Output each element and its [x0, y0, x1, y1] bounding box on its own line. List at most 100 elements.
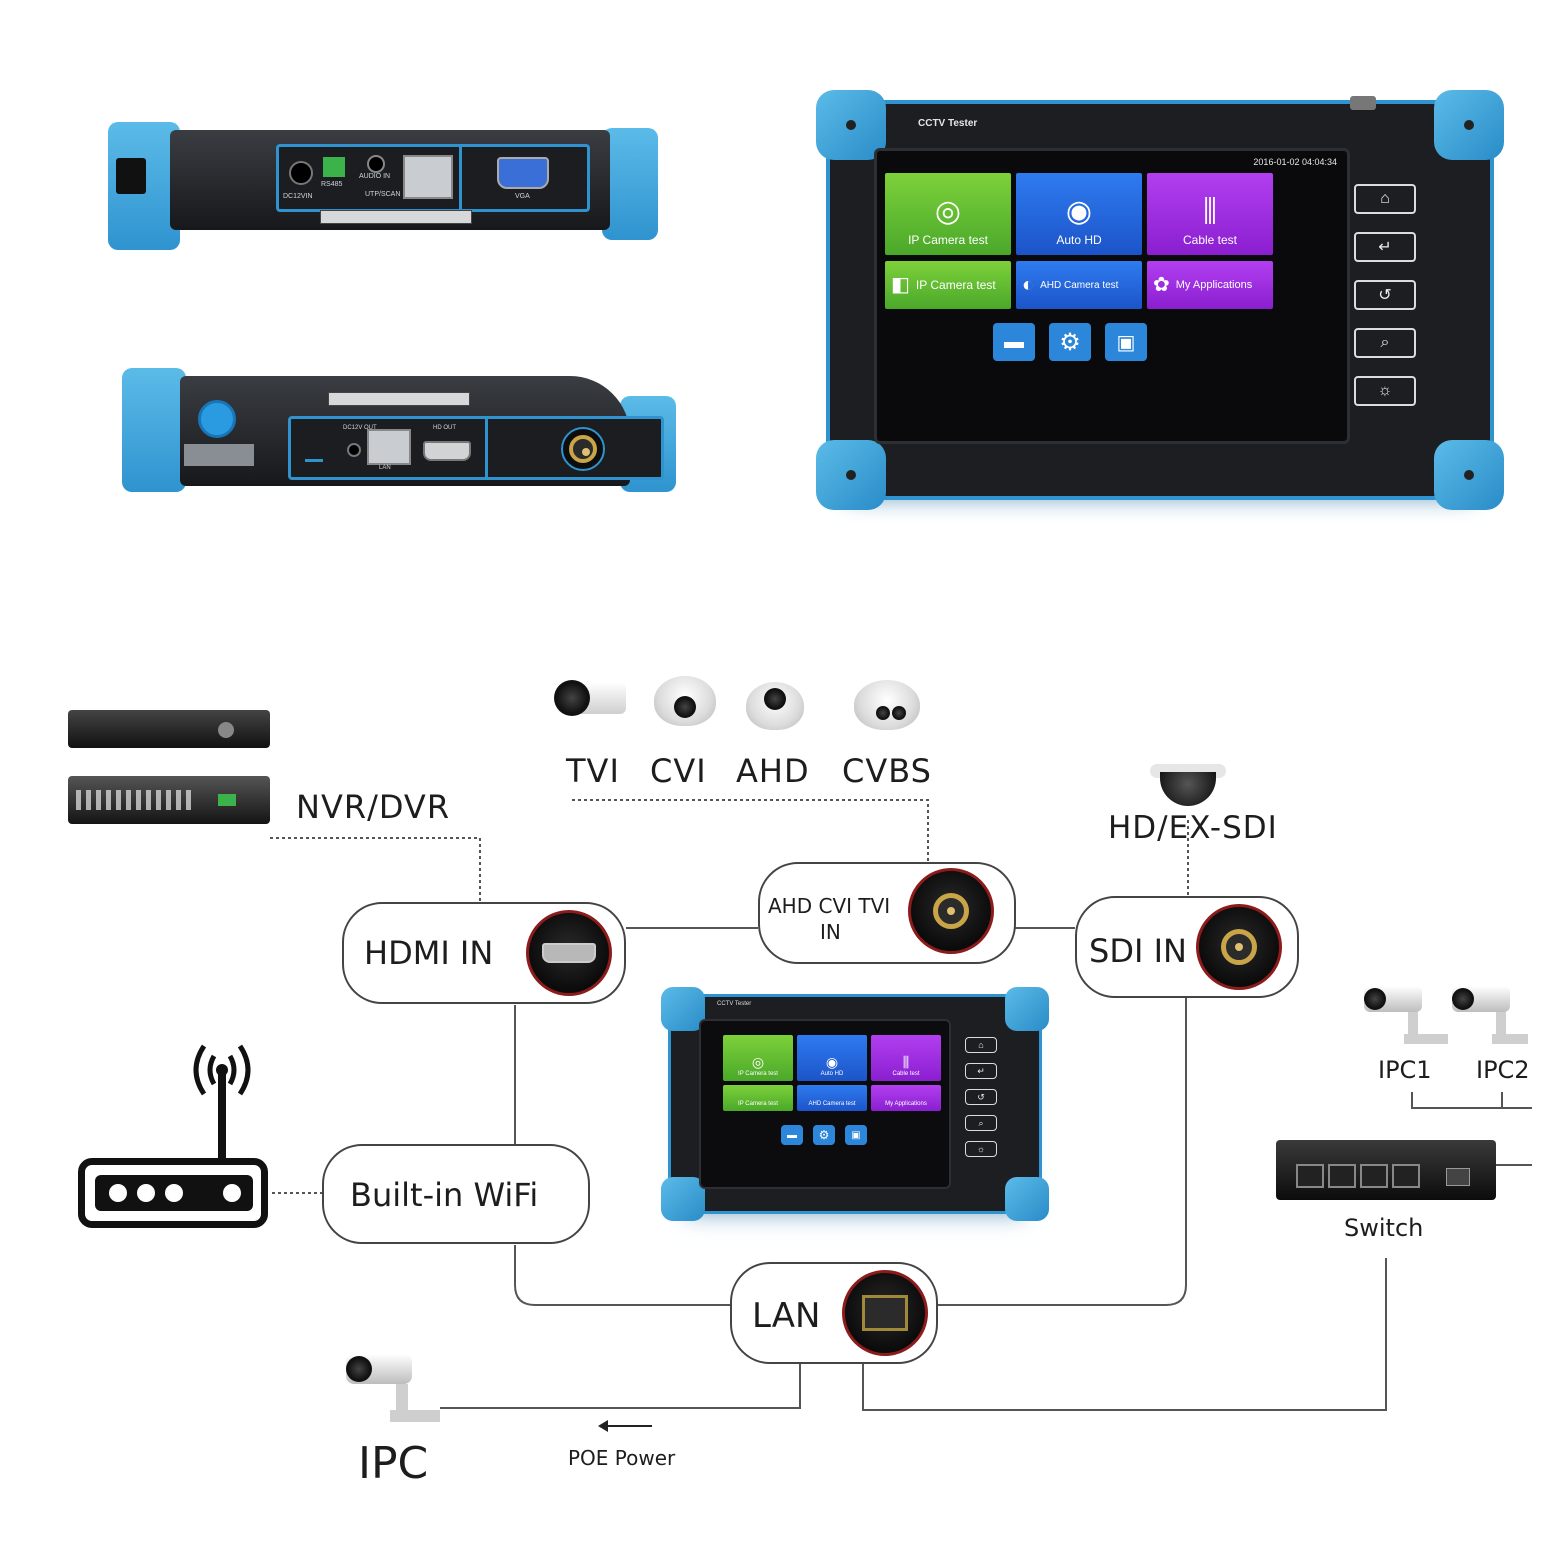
camera-type-tvi: TVI — [566, 752, 620, 790]
camera-type-ahd: AHD — [736, 752, 810, 790]
switch-label: Switch — [1344, 1214, 1424, 1242]
brightness-icon[interactable]: ☼ — [1354, 376, 1416, 406]
builtin-wifi-label: Built-in WiFi — [350, 1176, 539, 1214]
port-label-lan: LAN — [379, 465, 391, 471]
mini-tile-ip-camera: ◎IP Camera test — [723, 1035, 793, 1081]
nvr-device-icon — [68, 710, 270, 748]
mini-corner-tl — [661, 987, 705, 1031]
device-top-edge-view: DC12VIN RS485 AUDIO IN UTP/SCAN VGA — [108, 122, 658, 250]
ptz-camera-icon: ◐ — [1022, 274, 1035, 296]
stand-clip — [320, 210, 472, 224]
bnc-connector-top — [1350, 96, 1376, 110]
hdsdi-dome-camera-icon — [1150, 764, 1226, 810]
ip-camera-icon: ◎ — [934, 195, 962, 228]
mini-brand-label: CCTV Tester — [717, 1001, 752, 1007]
tvi-bullet-camera-icon — [552, 676, 628, 722]
mini-screen: ◎IP Camera test ◉Auto HD ⫼Cable test IP … — [699, 1019, 951, 1189]
nvr-dvr-label: NVR/DVR — [296, 788, 451, 826]
corner-bumper-br — [1434, 440, 1504, 510]
mini-screen-icon: ▣ — [845, 1125, 867, 1145]
ipc-bus-line — [1411, 1092, 1532, 1109]
app-label-5: AHD Camera test — [1040, 279, 1119, 291]
sdi-bnc-port-icon — [1196, 904, 1282, 990]
ipc1-label: IPC1 — [1378, 1056, 1432, 1084]
rj45-port-icon — [403, 155, 453, 199]
port-label-vga: VGA — [515, 193, 530, 200]
port-label-audio: AUDIO IN — [359, 173, 391, 180]
home-icon[interactable]: ⌂ — [1354, 184, 1416, 214]
cctv-tester-device: CCTV Tester 2016-01-02 04:04:34 ◎ IP Cam… — [816, 90, 1504, 510]
tester-diagram-icon: CCTV Tester ◎IP Camera test ◉Auto HD ⫼Ca… — [661, 987, 1049, 1221]
panel-divider-2 — [485, 419, 488, 477]
corner-bumper-tl — [816, 90, 886, 160]
mini-enter-icon: ↵ — [965, 1063, 997, 1079]
rs485-terminal-icon — [323, 157, 345, 177]
device-bottom-edge-view: DC12V OUT LAN HD OUT — [122, 368, 678, 496]
mini-tile-cable-test: ⫼Cable test — [871, 1035, 941, 1081]
lan-port-icon — [842, 1270, 928, 1356]
stylus-icon — [305, 429, 323, 462]
sdi-in-label: SDI IN — [1089, 932, 1187, 970]
screen-icon[interactable]: ▣ — [1105, 323, 1147, 361]
builtin-wifi-pill: Built-in WiFi — [322, 1144, 590, 1244]
app-tile-auto-hd[interactable]: ◉ Auto HD — [1016, 173, 1142, 255]
panel-divider — [459, 147, 462, 209]
status-time: 2016-01-02 04:04:34 — [1253, 157, 1337, 167]
mini-folder-icon: ▬ — [781, 1125, 803, 1145]
mini-zoom-icon: ⌕ — [965, 1115, 997, 1131]
lan-port-icon — [367, 429, 411, 465]
dome-camera-icon: ◉ — [1065, 195, 1093, 228]
audio-jack-icon — [367, 155, 385, 173]
hdmi-port-icon — [526, 910, 612, 996]
power-button-icon[interactable] — [198, 400, 236, 438]
dc-out-jack-icon — [347, 443, 361, 457]
port-label-dc: DC12VIN — [283, 193, 313, 200]
battery-window — [184, 444, 254, 466]
enter-icon[interactable]: ↵ — [1354, 232, 1416, 262]
settings-gear-icon[interactable]: ⚙ — [1049, 323, 1091, 361]
app-tile-my-applications[interactable]: ✿ My Applications — [1147, 261, 1273, 309]
mini-tile-ahd: AHD Camera test — [797, 1085, 867, 1111]
app-label-4: IP Camera test — [915, 278, 996, 292]
app-label-3: Cable test — [1182, 233, 1238, 247]
stand-clip-2 — [328, 392, 470, 406]
mini-corner-br — [1005, 1177, 1049, 1221]
folder-icon[interactable]: ▬ — [993, 323, 1035, 361]
back-icon[interactable]: ↺ — [1354, 280, 1416, 310]
dvr-device-icon — [68, 776, 270, 824]
analog-in-label-line2: IN — [820, 920, 841, 944]
mini-gear-icon: ⚙ — [813, 1125, 835, 1145]
camera-types-link-line — [572, 799, 929, 862]
ipc1-bullet-camera-icon — [1364, 984, 1448, 1046]
bullet-camera-icon: ◧ — [891, 274, 910, 296]
app-tile-ip-camera-test[interactable]: ◎ IP Camera test — [885, 173, 1011, 255]
hdsdi-label: HD/EX-SDI — [1108, 810, 1278, 846]
touch-screen[interactable]: 2016-01-02 04:04:34 ◎ IP Camera test ◉ A… — [874, 148, 1350, 444]
analog-in-label-line1: AHD CVI TVI — [768, 894, 891, 918]
app-tile-cable-test[interactable]: ⫼ Cable test — [1147, 173, 1273, 255]
dc-jack-icon — [289, 161, 313, 185]
cvi-dome-camera-icon — [654, 676, 716, 730]
mini-brightness-icon: ☼ — [965, 1141, 997, 1157]
port-label-hdout: HD OUT — [433, 425, 456, 431]
apps-icon: ✿ — [1153, 274, 1170, 296]
app-label-6: My Applications — [1175, 279, 1253, 291]
router-icon — [78, 1158, 268, 1228]
port-label-dcout: DC12V OUT — [343, 425, 377, 431]
analog-bnc-port-icon — [908, 868, 994, 954]
mini-tile-auto-hd: ◉Auto HD — [797, 1035, 867, 1081]
port-label-utp: UTP/SCAN — [365, 191, 401, 198]
hdmi-out-port-icon — [423, 441, 471, 461]
corner-bumper-tr — [1434, 90, 1504, 160]
lan-label: LAN — [752, 1296, 821, 1336]
app-tile-ip-camera-test-2[interactable]: ◧ IP Camera test — [885, 261, 1011, 309]
hdmi-in-label: HDMI IN — [364, 934, 494, 972]
app-tile-ahd-camera-test[interactable]: ◐ AHD Camera test — [1016, 261, 1142, 309]
corner-bumper-bl — [816, 440, 886, 510]
zoom-icon[interactable]: ⌕ — [1354, 328, 1416, 358]
poe-arrow-head — [598, 1420, 608, 1432]
poe-power-label: POE Power — [568, 1446, 676, 1470]
port-panel: DC12VIN RS485 AUDIO IN UTP/SCAN VGA — [276, 144, 590, 212]
mini-tile-my-apps: My Applications — [871, 1085, 941, 1111]
